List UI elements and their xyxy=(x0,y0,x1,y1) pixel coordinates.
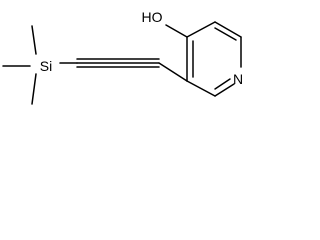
ring-bond-n1-c2-inner xyxy=(214,78,231,90)
alkyne-attach-bond xyxy=(158,62,188,82)
hydroxyl-bond xyxy=(165,24,188,38)
si-methyl-bond-top xyxy=(31,25,37,55)
ring-bond-c4-c5 xyxy=(186,21,216,38)
hydroxyl-label: HO xyxy=(142,9,163,25)
molecule-diagram: HO Si N xyxy=(2,9,243,105)
silicon-label: Si xyxy=(40,58,52,74)
ring-bond-c5-c6 xyxy=(214,21,242,38)
ring-bond-n1-c2 xyxy=(214,83,235,97)
nitrogen-label: N xyxy=(233,71,243,87)
si-methyl-bond-bottom xyxy=(31,73,37,105)
ring-bond-c5-c6-inner xyxy=(214,27,237,41)
ring-bond-c2-c3 xyxy=(186,80,216,97)
